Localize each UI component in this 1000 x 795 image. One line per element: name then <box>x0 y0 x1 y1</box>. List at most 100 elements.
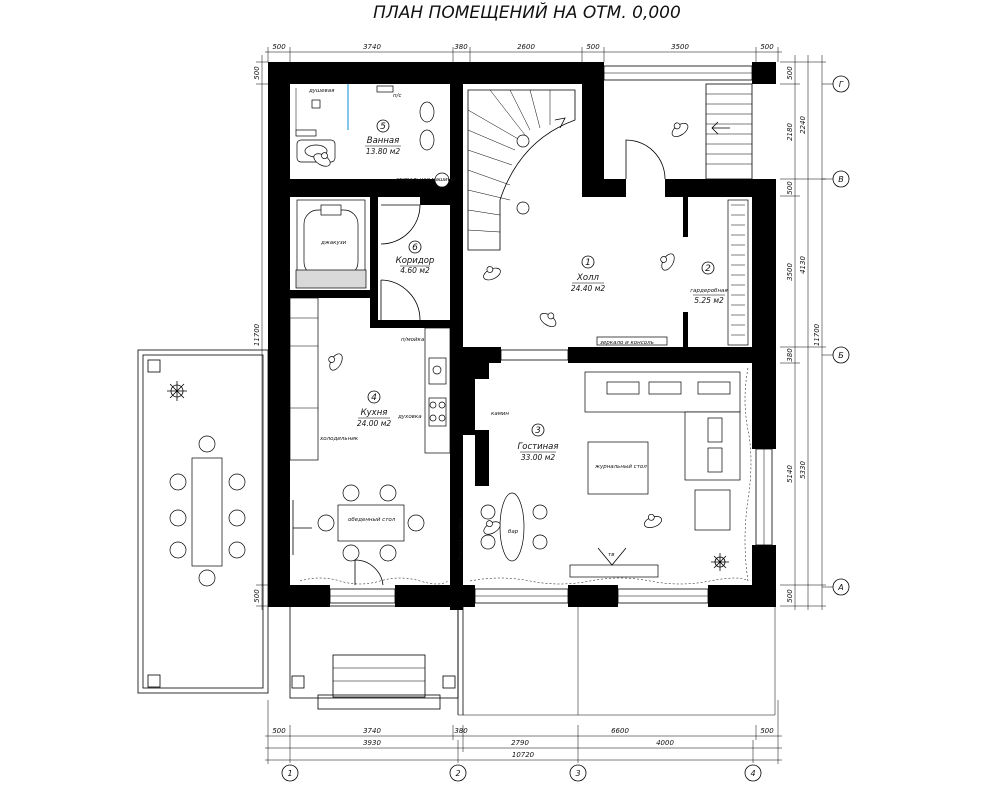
label-washer: стиральная машина <box>396 177 455 183</box>
room-number-4: 4 <box>371 393 377 403</box>
dim-right-total: 11700 <box>813 323 821 346</box>
terrace <box>137 349 269 694</box>
label-dishwasher: п/мойка <box>401 337 425 343</box>
axis-bubble-a <box>832 578 850 596</box>
dim-bottom-2: 3740 <box>363 727 381 735</box>
label-shower: душевая <box>308 88 335 94</box>
dim-top-5: 500 <box>586 43 600 51</box>
axis-label-4: 4 <box>750 769 755 778</box>
left-dimension-chain: 500 11700 500 <box>253 55 268 610</box>
label-oven: духовка <box>397 414 422 420</box>
room-label-6: 6 Коридор 4.60 м2 <box>396 240 435 275</box>
room-number-2: 2 <box>705 264 711 274</box>
dim-right-3: 500 <box>786 181 794 195</box>
label-fireplace: камин <box>491 411 509 417</box>
dim-top-7: 500 <box>760 43 774 51</box>
axis-label-1: 1 <box>287 769 292 778</box>
dim-left-1: 500 <box>253 66 261 80</box>
room-name-1: Холл <box>576 273 599 283</box>
dim-left-2: 11700 <box>253 323 261 346</box>
terrace-dining-set <box>169 435 246 587</box>
dim-right-8: 2240 <box>799 116 807 134</box>
label-mirror: зеркало и консоль <box>600 340 654 346</box>
doors <box>292 139 666 586</box>
room-area-2: 5.25 м2 <box>694 296 724 305</box>
room-label-4: 4 Кухня 24.00 м2 <box>357 390 392 428</box>
axis-bubble-4 <box>744 764 762 782</box>
dim-bottom-7: 3930 <box>363 739 381 747</box>
room-area-1: 24.40 м2 <box>571 284 606 293</box>
dim-bottom-8: 6600 <box>611 727 629 735</box>
dim-top-2: 3740 <box>363 43 381 51</box>
room-number-6: 6 <box>412 243 418 253</box>
dim-right-10: 5330 <box>799 461 807 479</box>
axis-label-v: В <box>838 175 844 184</box>
axis-label-2: 2 <box>455 769 460 778</box>
dim-top-1: 500 <box>272 43 286 51</box>
room-name-5: Ванная <box>367 136 399 146</box>
person-figures <box>313 122 689 535</box>
hall-furniture <box>596 199 749 346</box>
dim-right-9: 4130 <box>799 256 807 274</box>
entrance-porch <box>289 605 776 716</box>
axis-bubble-v <box>832 170 850 188</box>
room-number-5: 5 <box>380 122 386 132</box>
room-number-3: 3 <box>535 426 541 436</box>
entry-steps <box>705 83 753 180</box>
axis-bubble-1 <box>281 764 299 782</box>
dim-left-3: 500 <box>253 589 261 603</box>
room-label-2: 2 гардеробная 5.25 м2 <box>690 261 728 305</box>
dim-right-1: 500 <box>786 66 794 80</box>
dim-right-6: 5140 <box>786 465 794 483</box>
dim-top-3: 380 <box>454 43 468 51</box>
room-name-2: гардеробная <box>690 288 728 294</box>
dim-bottom-4: 2790 <box>511 739 529 747</box>
label-bar: бар <box>508 529 519 535</box>
plan-title: ПЛАН ПОМЕЩЕНИЙ НА ОТМ. 0,000 <box>373 1 681 23</box>
dim-top-6: 3500 <box>671 43 689 51</box>
room-area-6: 4.60 м2 <box>400 266 430 275</box>
axis-bubble-b <box>832 346 850 364</box>
dim-right-5: 380 <box>786 348 794 362</box>
room-area-4: 24.00 м2 <box>357 419 392 428</box>
label-fridge: холодильник <box>319 436 359 442</box>
room-number-1: 1 <box>585 258 591 268</box>
axis-label-a: А <box>837 583 843 592</box>
bathroom-fixtures <box>295 84 450 289</box>
axis-bubble-g <box>832 75 850 93</box>
label-sink: п/с <box>393 93 401 99</box>
windows <box>329 65 773 604</box>
row-axes: Г В Б А <box>822 75 850 596</box>
plant-icon <box>167 381 187 401</box>
room-area-5: 13.80 м2 <box>366 147 401 156</box>
room-label-5: 5 Ванная 13.80 м2 <box>365 119 401 156</box>
room-label-1: 1 Холл 24.40 м2 <box>571 255 606 293</box>
fixture-labels: душевая п/с стиральная машина джакузи зе… <box>308 88 654 560</box>
living-furniture <box>469 367 752 585</box>
axis-bubble-3 <box>569 764 587 782</box>
dim-bottom-1: 500 <box>272 727 286 735</box>
top-dimension-chain: 500 3740 380 2600 500 3500 500 <box>265 43 782 62</box>
label-dining-table: обеденный стол <box>348 517 396 523</box>
room-area-3: 33.00 м2 <box>521 453 556 462</box>
dim-right-2: 2180 <box>786 123 794 141</box>
dim-bottom-5: 4000 <box>656 739 674 747</box>
room-name-4: Кухня <box>361 408 388 418</box>
right-dimension-chains: 500 2180 500 3500 380 5140 500 2240 4130… <box>780 55 826 610</box>
plant-icon <box>711 553 729 571</box>
spiral-staircase <box>467 89 576 251</box>
label-coffee-table: журнальный стол <box>594 464 647 470</box>
axis-label-3: 3 <box>575 769 580 778</box>
room-name-6: Коридор <box>396 256 435 266</box>
column-axes: 1 2 3 4 <box>281 740 762 782</box>
dim-bottom-6: 500 <box>760 727 774 735</box>
bottom-dimension-chains: 500 3740 380 2790 4000 500 3930 6600 107… <box>265 700 782 764</box>
axis-label-b: Б <box>838 351 844 360</box>
dim-right-7: 500 <box>786 589 794 603</box>
room-label-3: 3 Гостиная 33.00 м2 <box>518 423 558 462</box>
dim-right-4: 3500 <box>786 263 794 281</box>
dim-bottom-3: 380 <box>454 727 468 735</box>
dim-bottom-total: 10720 <box>512 751 535 759</box>
axis-bubble-2 <box>449 764 467 782</box>
